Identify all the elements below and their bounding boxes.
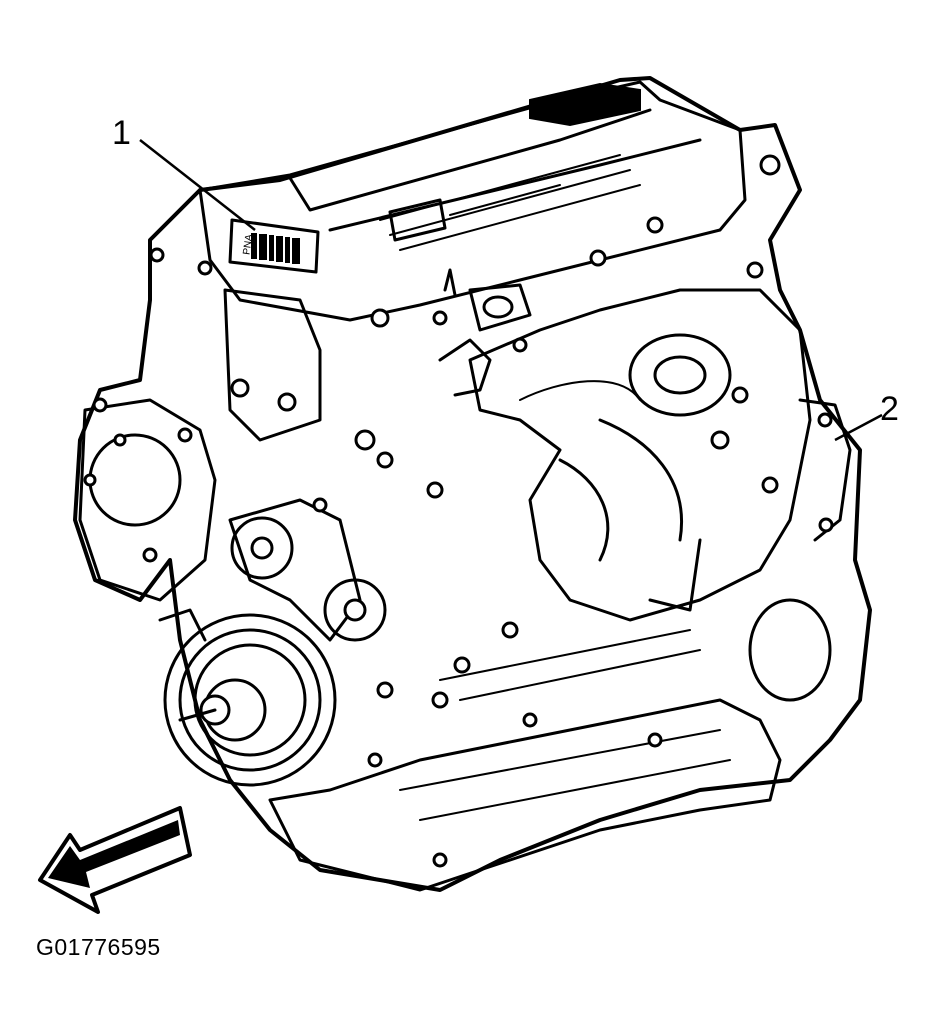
part-number-label: PNA bbox=[228, 218, 320, 274]
manifold-flange bbox=[748, 398, 852, 702]
callout-2-number: 2 bbox=[880, 390, 899, 428]
exhaust-manifold bbox=[468, 288, 812, 622]
engine-block bbox=[73, 76, 872, 892]
callout-2-leader bbox=[834, 413, 883, 442]
belt-tensioner bbox=[228, 498, 387, 642]
figure-id: G01776595 bbox=[36, 934, 161, 960]
engine-bracket bbox=[149, 247, 376, 451]
callout-leaders bbox=[139, 139, 883, 442]
callout-1-leader bbox=[139, 139, 256, 231]
oil-pan bbox=[268, 629, 782, 892]
callout-1-number: 1 bbox=[112, 114, 131, 152]
block-bolts bbox=[312, 154, 781, 868]
timing-cover bbox=[78, 397, 217, 602]
label-text: PNA bbox=[241, 233, 255, 255]
crankshaft-pulley bbox=[158, 608, 337, 787]
coolant-outlet bbox=[438, 268, 532, 397]
valve-cover bbox=[198, 80, 747, 322]
direction-arrow-icon bbox=[38, 806, 192, 914]
